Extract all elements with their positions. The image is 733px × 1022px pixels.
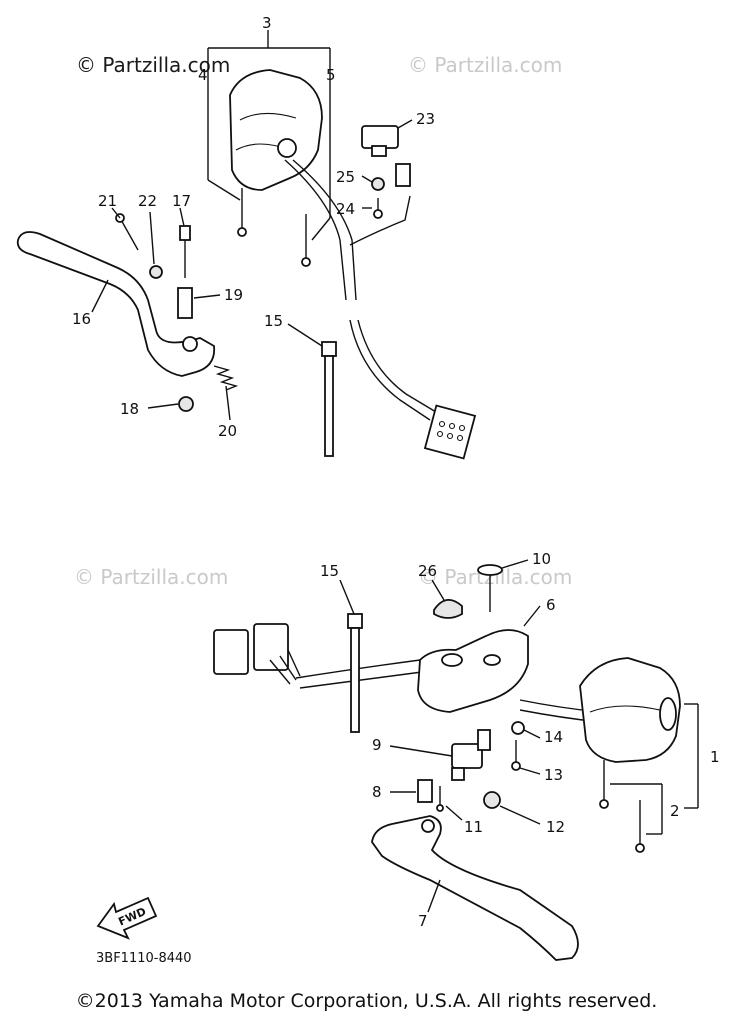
- leaders-bottom: [339, 559, 541, 913]
- callout-20: 20: [218, 422, 237, 440]
- nut-18: [178, 396, 194, 412]
- cable-band-15-bottom: [347, 613, 363, 733]
- callout-26: 26: [418, 562, 437, 580]
- callout-4: 4: [198, 66, 208, 84]
- callout-15-top: 15: [264, 312, 283, 330]
- wire-harness-top: [284, 159, 437, 421]
- bolt-10: [477, 564, 503, 612]
- collar-8: [417, 779, 433, 803]
- nut-25: [371, 177, 385, 191]
- callout-9: 9: [372, 736, 382, 754]
- bolt-21: [115, 213, 139, 251]
- leaders-top: [91, 119, 413, 421]
- diagram-code: 3BF1110-8440: [96, 951, 192, 966]
- clutch-switch-23: [361, 125, 411, 187]
- bracket-3-4-5: [207, 30, 331, 241]
- callout-24: 24: [336, 200, 355, 218]
- brake-lever-7: [371, 815, 579, 961]
- clutch-lever-16: [16, 231, 216, 377]
- screw-4: [237, 188, 247, 237]
- callout-8: 8: [372, 783, 382, 801]
- connector-bottom: [213, 623, 301, 685]
- washer-14: [511, 721, 525, 735]
- screw-2-upper: [599, 760, 609, 809]
- cable-band-15-top: [321, 341, 337, 457]
- right-switch-housing: [579, 657, 681, 763]
- copyright-notice: ©2013 Yamaha Motor Corporation, U.S.A. A…: [75, 990, 658, 1012]
- callout-1: 1: [710, 748, 720, 766]
- callout-7: 7: [418, 912, 428, 930]
- callout-16: 16: [72, 310, 91, 328]
- watermark-top-right: © Partzilla.com: [408, 53, 562, 77]
- callout-3: 3: [262, 14, 272, 32]
- callout-5: 5: [326, 66, 336, 84]
- spring-20: [213, 365, 239, 391]
- callout-2: 2: [670, 802, 680, 820]
- screw-24: [373, 198, 383, 219]
- nut-22: [149, 265, 163, 279]
- callout-15-bottom: 15: [320, 562, 339, 580]
- callout-21: 21: [98, 192, 117, 210]
- watermark-top-left: © Partzilla.com: [76, 53, 230, 77]
- fwd-arrow-icon: FWD: [96, 896, 158, 940]
- collar-19: [177, 287, 193, 319]
- callout-23: 23: [416, 110, 435, 128]
- callout-12: 12: [546, 818, 565, 836]
- screw-11: [436, 786, 444, 812]
- callout-17: 17: [172, 192, 191, 210]
- screw-2-lower: [635, 800, 645, 853]
- callout-11: 11: [464, 818, 483, 836]
- callout-22: 22: [138, 192, 157, 210]
- callout-25: 25: [336, 168, 355, 186]
- watermark-mid-left: © Partzilla.com: [74, 565, 228, 589]
- brake-switch-9: [451, 729, 491, 781]
- bolt-17: [179, 225, 191, 278]
- connector-top: [423, 404, 477, 460]
- callout-19: 19: [224, 286, 243, 304]
- cap-26: [433, 599, 463, 619]
- screw-13: [511, 740, 521, 771]
- screw-5: [301, 214, 311, 267]
- bracket-1-2: [610, 703, 699, 835]
- callout-14: 14: [544, 728, 563, 746]
- left-switch-housing: [229, 69, 323, 191]
- callout-18: 18: [120, 400, 139, 418]
- lever-holder-6: [417, 629, 529, 713]
- callout-10: 10: [532, 550, 551, 568]
- callout-13: 13: [544, 766, 563, 784]
- callout-6: 6: [546, 596, 556, 614]
- nut-12: [483, 791, 501, 809]
